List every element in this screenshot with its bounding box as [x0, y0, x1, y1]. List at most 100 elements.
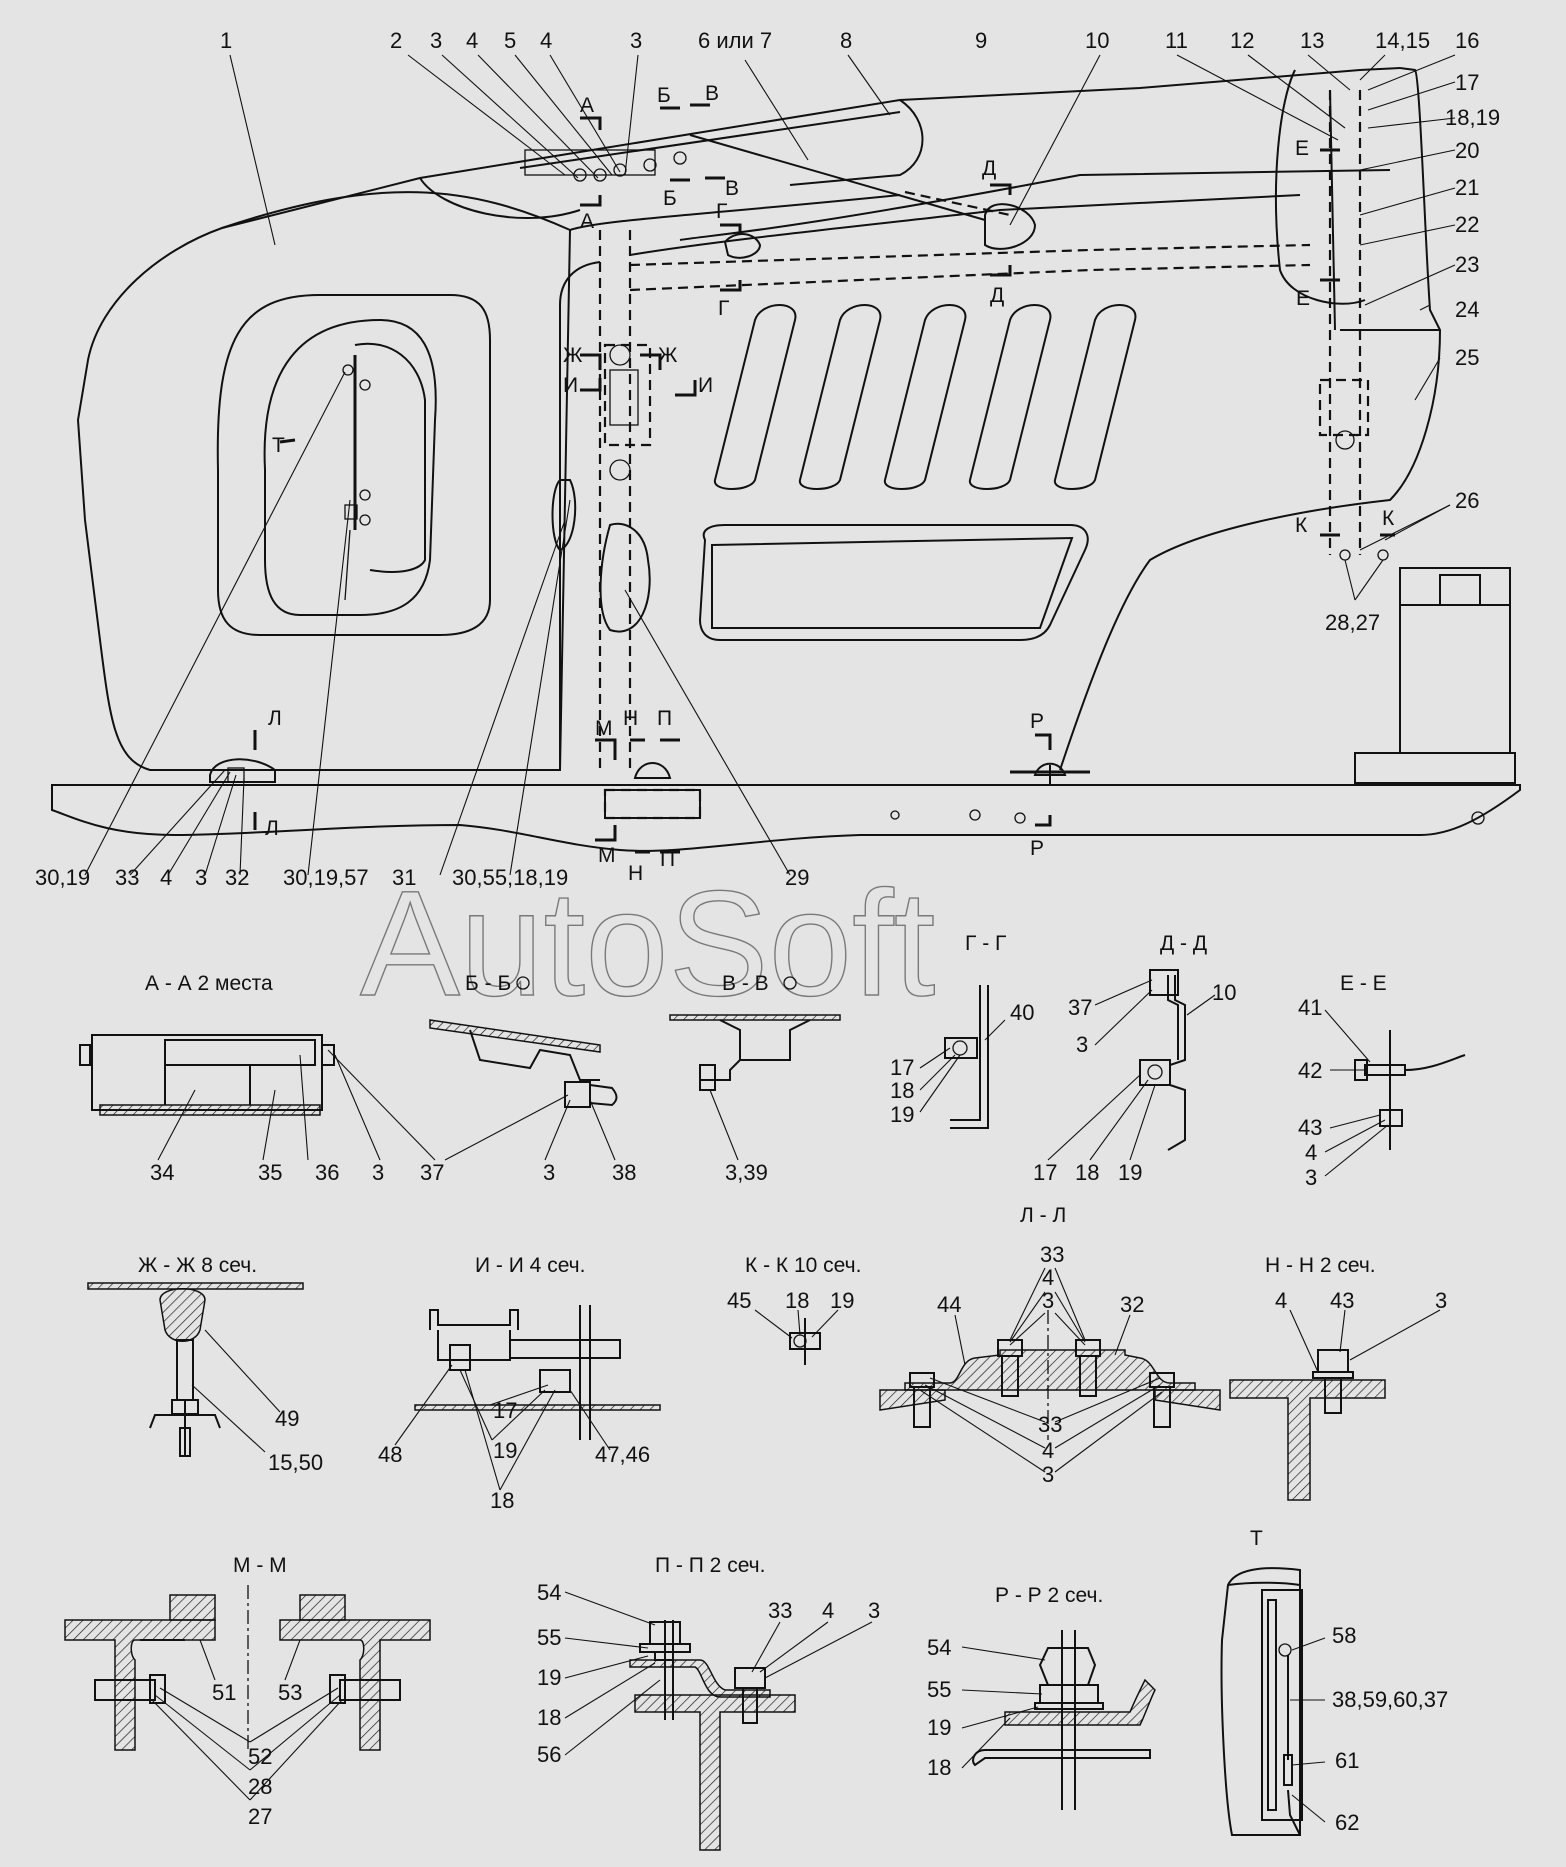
- svg-text:49: 49: [275, 1406, 299, 1431]
- callout-30-19: 30,19: [35, 865, 90, 890]
- svg-text:3: 3: [1042, 1288, 1054, 1313]
- svg-text:И: И: [698, 374, 713, 397]
- svg-text:3: 3: [868, 1598, 880, 1623]
- callout-4c: 4: [160, 865, 172, 890]
- svg-text:М: М: [595, 717, 613, 740]
- part-31: [551, 479, 577, 552]
- svg-text:А: А: [580, 210, 594, 233]
- svg-text:62: 62: [1335, 1810, 1359, 1835]
- section-p-p: П - П 2 сеч. 54 55 19 18 56 33 4 3: [537, 1554, 880, 1851]
- section-t: Т 58 38,59,60,37 61 62: [1220, 1527, 1448, 1836]
- svg-text:4: 4: [1042, 1438, 1054, 1463]
- svg-text:Д: Д: [982, 157, 996, 180]
- section-e-e: Е - Е 41 42 43 4 3: [1298, 972, 1466, 1190]
- svg-text:М: М: [598, 844, 616, 867]
- svg-text:28: 28: [248, 1774, 272, 1799]
- svg-text:44: 44: [937, 1292, 961, 1317]
- svg-text:3: 3: [372, 1160, 384, 1185]
- svg-text:38: 38: [612, 1160, 636, 1185]
- main-side-view: [51, 67, 1521, 852]
- svg-text:36: 36: [315, 1160, 339, 1185]
- svg-text:Ж - Ж 8 сеч.: Ж - Ж 8 сеч.: [138, 1254, 257, 1277]
- panel-25: [1059, 67, 1442, 771]
- callout-29: 29: [785, 865, 809, 890]
- watermark: AutoSoft: [360, 859, 935, 1027]
- svg-text:34: 34: [150, 1160, 174, 1185]
- svg-text:45: 45: [727, 1288, 751, 1313]
- svg-text:48: 48: [378, 1442, 402, 1467]
- svg-text:18: 18: [1075, 1160, 1099, 1185]
- svg-text:Т: Т: [1250, 1527, 1263, 1550]
- svg-text:18: 18: [927, 1755, 951, 1780]
- callout-21: 21: [1455, 175, 1479, 200]
- svg-text:55: 55: [537, 1625, 561, 1650]
- svg-text:32: 32: [1120, 1292, 1144, 1317]
- cut-markers: А А Б В Б В Г Г Д Д Е Е Ж Ж И И К К Л Л …: [253, 82, 1395, 885]
- callout-10: 10: [1085, 28, 1109, 53]
- svg-text:К - К 10 сеч.: К - К 10 сеч.: [745, 1254, 861, 1277]
- svg-text:4: 4: [1042, 1265, 1054, 1290]
- callout-33: 33: [115, 865, 139, 890]
- callout-9: 9: [975, 28, 987, 53]
- svg-text:52: 52: [248, 1744, 272, 1769]
- svg-text:Р: Р: [1030, 710, 1044, 733]
- svg-text:Р - Р 2 сеч.: Р - Р 2 сеч.: [995, 1584, 1103, 1607]
- callout-11: 11: [1165, 28, 1188, 53]
- main-callouts: 1 2 3 4 5 4 3 6 или 7 8 9 10 11 12 13 14…: [35, 28, 1500, 890]
- svg-text:М - М: М - М: [233, 1554, 287, 1577]
- roof-line: [221, 67, 1401, 229]
- callout-4: 4: [466, 28, 478, 53]
- svg-text:18: 18: [490, 1488, 514, 1513]
- svg-text:А - А 2 места: А - А 2 места: [145, 972, 273, 995]
- svg-text:27: 27: [248, 1804, 272, 1829]
- callout-32: 32: [225, 865, 249, 890]
- svg-text:38,59,60,37: 38,59,60,37: [1332, 1687, 1448, 1712]
- vent-slots: [714, 304, 1137, 490]
- svg-text:К: К: [1382, 507, 1395, 530]
- svg-text:33: 33: [1038, 1412, 1062, 1437]
- svg-text:47,46: 47,46: [595, 1442, 650, 1467]
- callout-30-19-57: 30,19,57: [283, 865, 369, 890]
- svg-text:Н - Н 2 сеч.: Н - Н 2 сеч.: [1265, 1254, 1376, 1277]
- section-b-b: Б - Б 3 38: [429, 972, 636, 1185]
- svg-text:Р: Р: [1030, 837, 1044, 860]
- svg-text:Г: Г: [718, 297, 729, 320]
- svg-text:33: 33: [768, 1598, 792, 1623]
- section-r-r: Р - Р 2 сеч. 54 55 19 18: [927, 1584, 1156, 1810]
- callout-3: 3: [430, 28, 442, 53]
- svg-text:54: 54: [537, 1580, 561, 1605]
- svg-text:4: 4: [1305, 1140, 1317, 1165]
- svg-text:18: 18: [890, 1078, 914, 1103]
- callout-26: 26: [1455, 488, 1479, 513]
- svg-text:19: 19: [927, 1715, 951, 1740]
- svg-text:15,50: 15,50: [268, 1450, 323, 1475]
- svg-text:17: 17: [493, 1398, 517, 1423]
- frame-rail: [51, 784, 1521, 852]
- svg-text:53: 53: [278, 1680, 302, 1705]
- svg-text:4: 4: [822, 1598, 834, 1623]
- left-window-frame: [216, 294, 491, 636]
- svg-text:П: П: [657, 707, 672, 730]
- svg-text:58: 58: [1332, 1623, 1356, 1648]
- svg-text:Е: Е: [1295, 137, 1309, 160]
- section-g-g: Г - Г 40 17 18 19: [890, 932, 1034, 1129]
- callout-6-7: 6 или 7: [698, 28, 772, 53]
- svg-text:П: П: [660, 848, 675, 871]
- svg-text:56: 56: [537, 1742, 561, 1767]
- svg-text:В: В: [705, 82, 719, 105]
- svg-text:41: 41: [1298, 995, 1322, 1020]
- svg-text:И: И: [563, 374, 578, 397]
- svg-text:Д: Д: [990, 284, 1004, 307]
- section-m-m: М - М 51 53 52 28 27: [64, 1554, 431, 1829]
- svg-text:Л: Л: [268, 707, 282, 730]
- svg-text:18: 18: [785, 1288, 809, 1313]
- svg-text:40: 40: [1010, 1000, 1034, 1025]
- callout-16: 16: [1455, 28, 1479, 53]
- section-v-v: В - В 3,39: [669, 972, 841, 1185]
- callout-3c: 3: [195, 865, 207, 890]
- svg-text:35: 35: [258, 1160, 282, 1185]
- svg-text:43: 43: [1298, 1115, 1322, 1140]
- svg-text:19: 19: [830, 1288, 854, 1313]
- svg-text:3: 3: [1076, 1032, 1088, 1057]
